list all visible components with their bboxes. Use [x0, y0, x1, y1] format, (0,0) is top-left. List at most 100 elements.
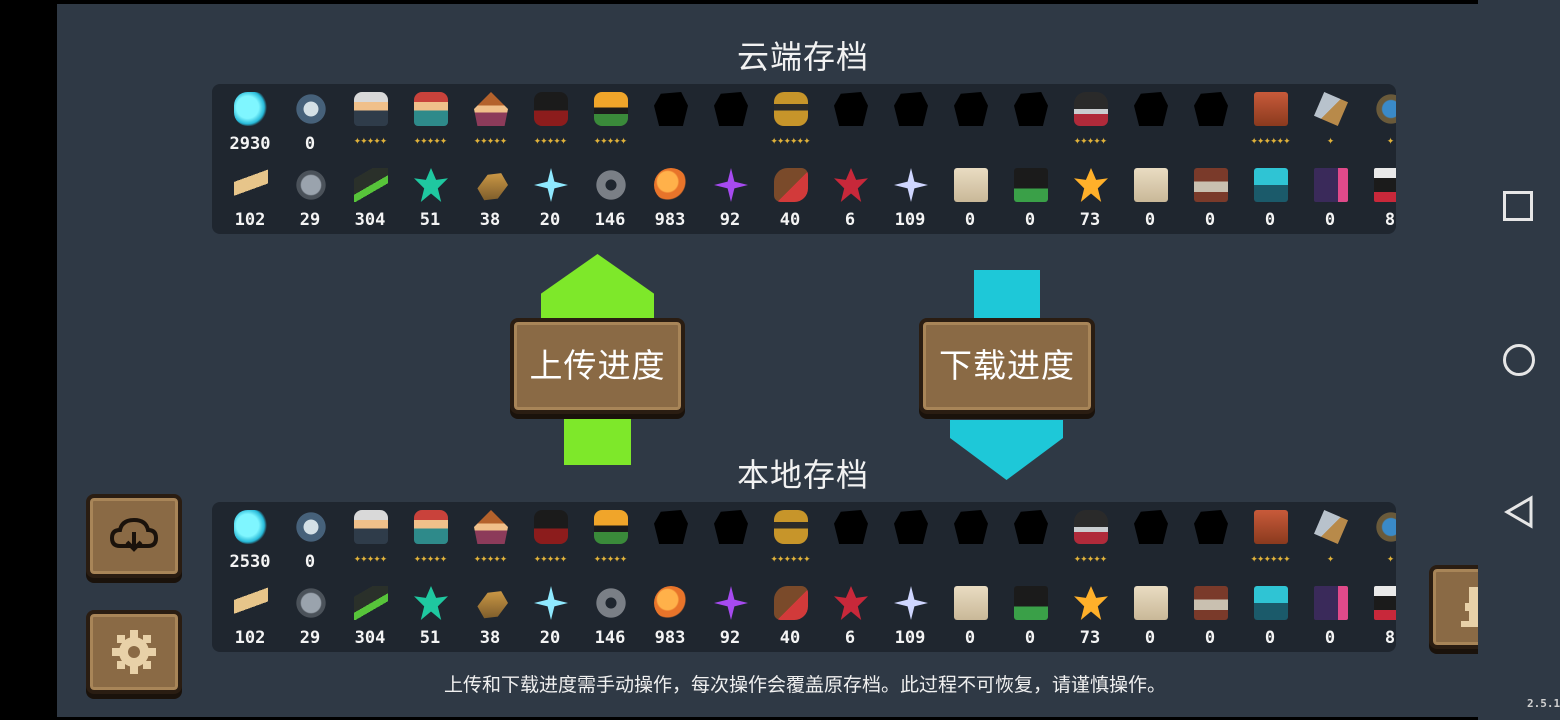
inventory-slot: 0	[942, 584, 998, 652]
cloud-sync-button[interactable]	[86, 494, 182, 578]
amber-icon	[654, 586, 688, 620]
locked-hero-icon	[1194, 510, 1228, 544]
inventory-slot: 73	[1062, 584, 1118, 652]
hero-assassin-icon	[534, 92, 568, 126]
level-stars: ✦✦✦✦✦✦	[770, 555, 810, 565]
item-count: 0	[1144, 628, 1156, 648]
locked-hero-icon	[894, 92, 928, 126]
settings-button[interactable]	[86, 610, 182, 694]
back-icon[interactable]	[1503, 495, 1535, 529]
inventory-slot: 38	[462, 166, 518, 234]
inventory-slot	[702, 508, 758, 578]
inventory-slot: 8	[1362, 166, 1396, 234]
home-icon[interactable]	[1503, 344, 1535, 376]
item-count: 109	[894, 210, 926, 230]
seed-pod-icon	[477, 173, 508, 201]
level-stars: ✦✦✦✦✦	[473, 137, 508, 147]
inventory-slot	[642, 90, 698, 160]
item-count: 2530	[229, 552, 271, 572]
level-stars: ✦✦✦✦✦	[413, 137, 448, 147]
locked-hero-icon	[954, 92, 988, 126]
console-icon	[1254, 586, 1288, 620]
recent-apps-icon[interactable]	[1503, 191, 1533, 221]
inventory-slot: 0	[1182, 166, 1238, 234]
inventory-slot: 0	[282, 508, 338, 578]
inventory-slot: 40	[762, 166, 818, 234]
locked-hero-icon	[1014, 510, 1048, 544]
orb-icon	[1374, 92, 1396, 126]
item-count: 6	[844, 210, 856, 230]
inventory-slot: 983	[642, 166, 698, 234]
inventory-slot	[1002, 90, 1058, 160]
star-shard-icon	[894, 168, 928, 202]
hero-knight-icon	[354, 510, 388, 544]
item-count: 40	[779, 628, 801, 648]
inventory-slot: 20	[522, 584, 578, 652]
inventory-slot: 0	[942, 166, 998, 234]
item-count: 0	[1264, 628, 1276, 648]
inventory-slot: 0	[1002, 166, 1058, 234]
purple-crystal-icon	[714, 168, 748, 202]
item-count: 2930	[229, 134, 271, 154]
inventory-slot: 0	[1242, 166, 1298, 234]
download-progress-button[interactable]: 下载进度	[919, 318, 1095, 414]
level-stars: ✦	[1326, 137, 1335, 147]
chest-icon	[1254, 510, 1288, 544]
console-icon	[1254, 168, 1288, 202]
badge-icon	[1374, 168, 1396, 202]
item-count: 29	[299, 210, 321, 230]
inventory-slot: ✦✦✦✦✦✦	[1242, 508, 1298, 578]
badge-icon	[1374, 586, 1396, 620]
inventory-slot: ✦	[1302, 90, 1358, 160]
scroll-icon	[954, 586, 988, 620]
item-count: 51	[419, 210, 441, 230]
gem-icon	[234, 92, 268, 126]
inventory-slot: ✦	[1302, 508, 1358, 578]
hero-rogue-icon	[414, 510, 448, 544]
item-count: 0	[964, 628, 976, 648]
item-count: 38	[479, 210, 501, 230]
inventory-slot	[1182, 508, 1238, 578]
gear-icon	[112, 630, 156, 674]
item-count: 6	[844, 628, 856, 648]
inventory-slot: 8	[1362, 584, 1396, 652]
upload-progress-button[interactable]: 上传进度	[510, 318, 685, 414]
inventory-slot: 146	[582, 584, 638, 652]
level-stars: ✦✦✦✦✦✦	[770, 137, 810, 147]
inventory-slot: 983	[642, 584, 698, 652]
gear-part-icon	[594, 586, 628, 620]
inventory-slot: ✦✦✦✦✦	[522, 90, 578, 160]
level-stars: ✦✦✦✦✦✦	[1250, 555, 1290, 565]
workbench-icon	[1314, 510, 1348, 544]
wood-plank-icon	[234, 586, 268, 620]
item-count: 92	[719, 628, 741, 648]
inventory-slot: 6	[822, 166, 878, 234]
battery-icon	[354, 168, 388, 202]
inventory-slot: 40	[762, 584, 818, 652]
feather-icon	[294, 510, 328, 544]
item-count: 0	[964, 210, 976, 230]
locked-hero-icon	[1014, 92, 1048, 126]
inventory-slot: 92	[702, 584, 758, 652]
inventory-slot: 2930	[222, 90, 278, 160]
inventory-slot	[1182, 90, 1238, 160]
chest-icon	[1254, 92, 1288, 126]
item-count: 146	[594, 628, 626, 648]
level-stars: ✦✦✦✦✦	[1073, 137, 1108, 147]
inventory-slot: 0	[1182, 584, 1238, 652]
inventory-slot: ✦✦✦✦✦	[342, 508, 398, 578]
inventory-slot: ✦✦✦✦✦	[462, 90, 518, 160]
upload-arrow-icon	[541, 254, 654, 465]
item-count: 20	[539, 210, 561, 230]
inventory-slot: 0	[1302, 166, 1358, 234]
item-count: 146	[594, 210, 626, 230]
locked-hero-icon	[954, 510, 988, 544]
inventory-slot	[1122, 508, 1178, 578]
inventory-slot: ✦✦✦✦✦✦	[1242, 90, 1298, 160]
inventory-slot	[882, 508, 938, 578]
gem-icon	[234, 510, 268, 544]
inventory-slot: 304	[342, 584, 398, 652]
terminal-icon	[1014, 168, 1048, 202]
ore-icon	[294, 586, 328, 620]
